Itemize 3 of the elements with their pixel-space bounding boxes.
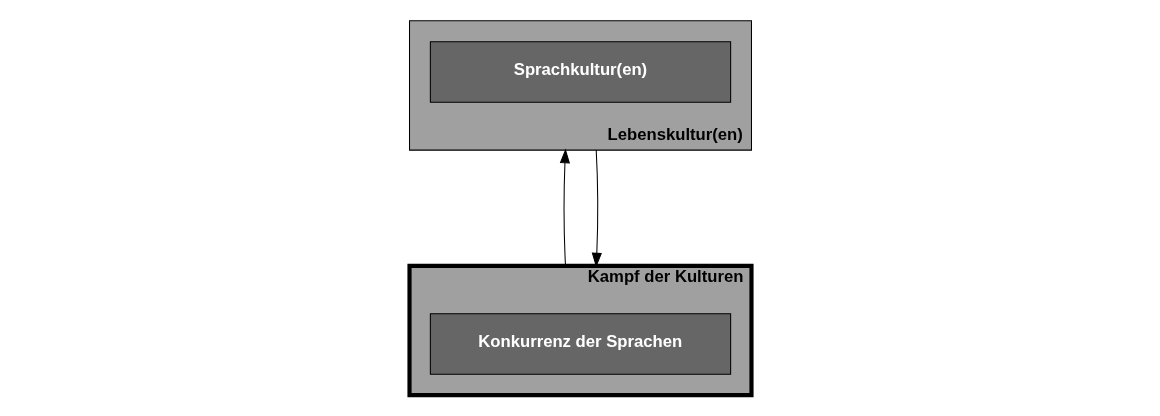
node-box: Sprachkultur(en) xyxy=(429,41,731,103)
node-box: Konkurrenz der Sprachen xyxy=(429,313,731,375)
arrow xyxy=(559,148,570,267)
